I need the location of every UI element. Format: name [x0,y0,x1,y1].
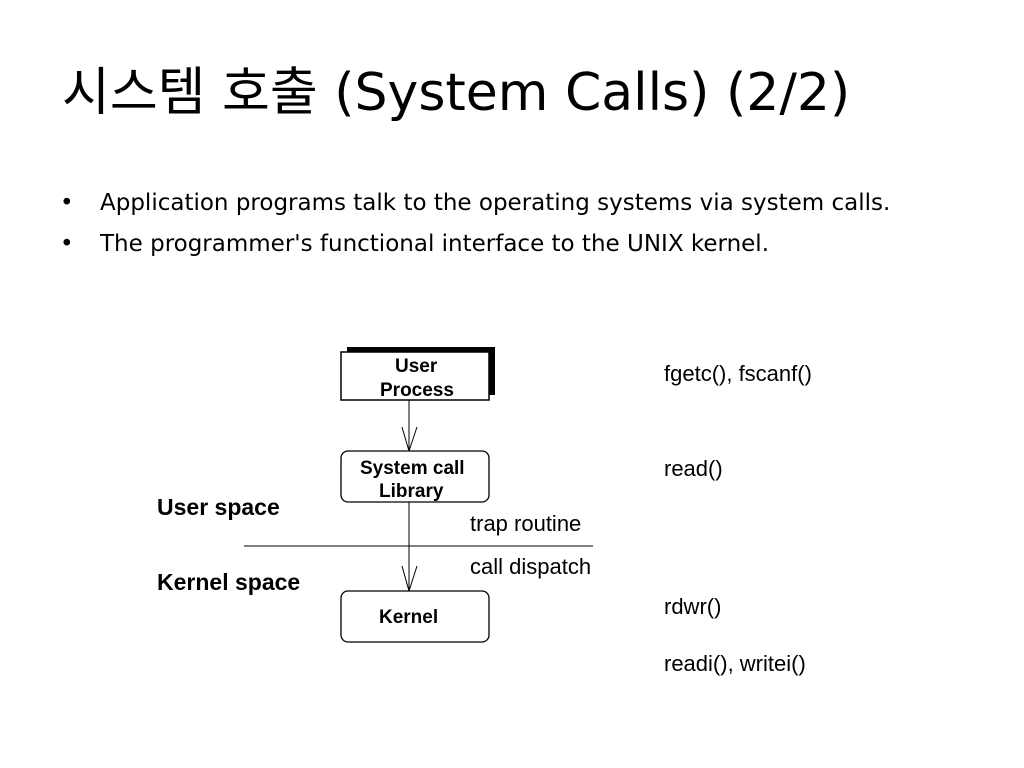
user-process-label-line2: Process [380,380,454,401]
bullet-text: The programmer's functional interface to… [100,231,770,257]
user-space-label: User space [157,494,280,520]
call-dispatch-label: call dispatch [470,554,591,579]
bullet-list: • Application programs talk to the opera… [58,186,938,268]
bullet-text: Application programs talk to the operati… [100,190,891,216]
bullet-item: • The programmer's functional interface … [58,227,938,261]
user-process-box: User Process [340,347,495,401]
system-call-library-label-line1: System call [360,458,465,479]
library-functions-label: read() [664,456,723,481]
user-process-functions-label: fgetc(), fscanf() [664,361,812,386]
trap-routine-label: trap routine [470,511,581,536]
kernel-frame [340,590,490,643]
system-call-library-label-line2: Library [379,481,444,502]
bullet-icon: • [60,190,74,216]
kernel-box: Kernel [340,590,490,643]
kernel-functions-label-2: readi(), writei() [664,651,806,676]
arrow-process-to-library [401,400,418,452]
bullet-icon: • [60,231,74,257]
bullet-item: • Application programs talk to the opera… [58,186,938,220]
slide-title: 시스템 호출 (System Calls) (2/2) [62,63,851,123]
system-call-library-box: System call Library [340,450,490,503]
kernel-space-label: Kernel space [157,569,300,595]
kernel-functions-label-1: rdwr() [664,594,721,619]
system-call-library-frame [340,450,490,503]
user-process-frame [340,351,490,401]
user-process-label-line1: User [395,356,438,377]
kernel-label: Kernel [379,607,438,628]
